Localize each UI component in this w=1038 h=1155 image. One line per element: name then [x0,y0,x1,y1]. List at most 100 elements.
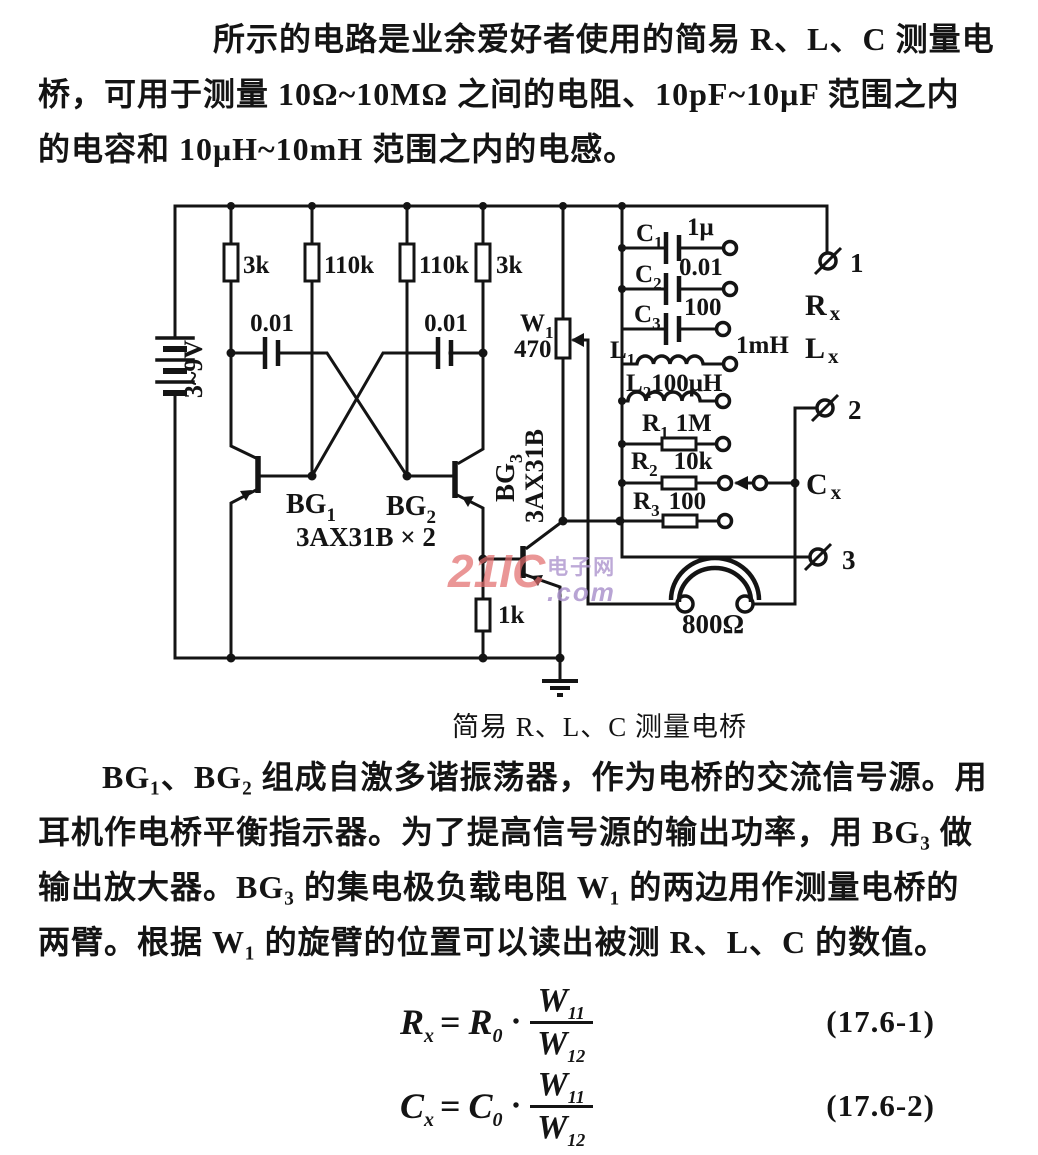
resistor-1k [474,597,492,633]
label-terminal-2: 2 [848,395,862,425]
resistor-r2-body [660,475,698,491]
r3-tap [716,512,734,530]
battery [155,336,195,396]
formula-rx-lhs: Rx [400,1002,435,1048]
formula-rx: Rx = R0 • W11 W12 (17.6-1) [400,980,1038,1065]
formula-cx-rhs: C0 [468,1086,503,1132]
r2-tap [716,474,734,492]
terminal-3-slash [803,542,833,572]
label-c2-value: 0.01 [679,254,723,281]
inductor-l2-coil [626,390,702,402]
arrowheads [240,333,748,586]
formula-rx-rhs: R0 [468,1002,503,1048]
label-l2: L2100μH [626,370,723,402]
formula-cx-fraction: W11 W12 [529,1066,593,1148]
label-terminal-1: 1 [850,248,864,278]
resistor-110k-right [398,242,416,283]
r1-tap [714,435,732,453]
label-3k-left: 3k [243,252,270,279]
label-bg3: BG3 [490,454,526,502]
label-terminal-3: 3 [842,545,856,575]
resistor-3k-left [222,242,240,283]
formula-rx-fraction: W11 W12 [529,982,593,1064]
w1-wiper-arrow [571,333,584,347]
label-110k-right: 110k [419,252,469,279]
label-bg1: BG1 [286,489,336,526]
equals-sign: = [440,1086,461,1126]
cx-probe-arrow [734,476,748,490]
c1-tap [721,239,739,257]
terminal-1-slash [813,246,843,276]
bg1-emitter-arrow [240,490,252,501]
label-headphone: 800Ω [682,609,744,639]
label-3k-right: 3k [496,252,523,279]
circuit-figure: 3k 110k 110k 3k 0.01 0.01 3~9V W1 470 BG… [0,191,1038,711]
label-cap-right: 0.01 [424,310,468,337]
label-w1-value: 470 [514,336,552,363]
transistor-bars [255,456,526,578]
headphone [668,555,762,603]
body-paragraph: BG₁、BG₂ 组成自激多谐振荡器，作为电桥的交流信号源。用 耳机作电桥平衡指示… [38,750,1000,970]
label-1k: 1k [498,602,525,629]
body-line-2: 耳机作电桥平衡指示器。为了提高信号源的输出功率，用 BG₃ 做 [38,814,973,850]
figure-caption: 简易 R、L、C 测量电桥 [452,712,748,742]
intro-line-1: 所示的电路是业余爱好者使用的简易 R、L、C 测量电 [213,21,995,57]
inductor-l1-coil [635,354,705,365]
tap-circles [675,239,769,614]
resistor-3k-right [474,242,492,283]
c2-tap [721,280,739,298]
labels: 3k 110k 110k 3k 0.01 0.01 3~9V W1 470 BG… [179,214,864,639]
equation-number-1: (17.6-1) [826,1004,935,1039]
label-cap-left: 0.01 [250,310,294,337]
equals-sign: = [440,1002,461,1042]
label-battery: 3~9V [179,340,208,399]
formula-cx: Cx = C0 • W11 W12 (17.6-2) [400,1064,1038,1149]
cx-probe-circle [751,474,769,492]
multiply-dot: • [512,1094,520,1117]
multiply-dot: • [512,1010,520,1033]
terminal-posts [803,246,843,572]
label-bg2: BG2 [386,491,436,528]
capacitor-plates [262,232,682,369]
l1-tap [721,355,739,373]
label-l1: L1 [610,337,635,369]
intro-line-3: 的电容和 10μH~10mH 范围之内的电感。 [38,131,637,167]
inductor-coils [626,354,705,402]
schematic-svg: 3k 110k 110k 3k 0.01 0.01 3~9V W1 470 BG… [155,202,864,697]
label-c3: C3 [634,301,661,333]
ground-symbol [542,679,578,697]
label-bg3-type: 3AX31B [520,429,549,523]
label-c1: C1 [636,220,663,252]
resistor-r3-body [661,513,699,529]
body-line-1: BG₁、BG₂ 组成自激多谐振荡器，作为电桥的交流信号源。用 [102,759,988,795]
bg3-emitter-arrow [531,575,543,586]
label-c3-value: 100 [684,294,722,321]
label-l1-value: 1mH [736,332,789,359]
formula-block: Rx = R0 • W11 W12 (17.6-1) Cx = C0 • W11… [0,980,1038,1149]
resistor-110k-left [303,242,321,283]
equation-number-2: (17.6-2) [826,1088,935,1123]
label-c1-value: 1μ [687,214,714,241]
label-c2: C2 [635,261,662,293]
formula-cx-lhs: Cx [400,1086,435,1132]
bg2-emitter-arrow [462,496,474,507]
body-line-3: 输出放大器。BG₃ 的集电极负载电阻 W₁ 的两边用作测量电桥的 [38,869,960,905]
label-w1: W1 [520,310,554,342]
resistor-r1-body [660,436,698,452]
c3-tap [714,320,732,338]
intro-paragraph: 所示的电路是业余爱好者使用的简易 R、L、C 测量电 桥，可用于测量 10Ω~1… [38,12,1000,177]
label-pair-type: 3AX31B × 2 [296,522,436,552]
label-110k-left: 110k [324,252,374,279]
junction-dots [226,202,800,663]
body-line-4: 两臂。根据 W₁ 的旋臂的位置可以读出被测 R、L、C 的数值。 [38,924,948,960]
resistor-bodies [222,242,699,633]
terminal-2-slash [810,393,840,423]
intro-line-2: 桥，可用于测量 10Ω~10MΩ 之间的电阻、10pF~10μF 范围之内 [38,76,960,112]
